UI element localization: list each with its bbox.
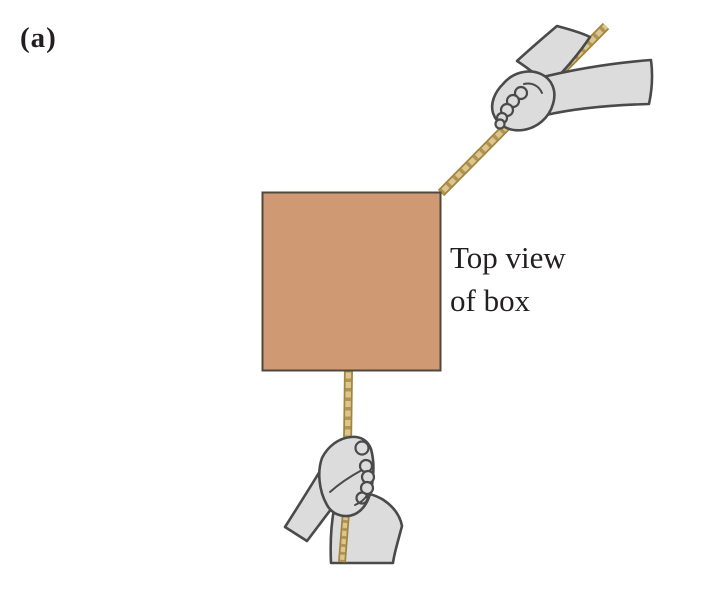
caption-line1: Top view	[450, 240, 566, 275]
hand-crease	[329, 469, 363, 493]
forearm	[537, 58, 654, 117]
finger-curl-crease	[354, 493, 369, 506]
fist-crease	[523, 82, 543, 94]
caption-line2: of box	[450, 282, 531, 318]
box-top-view	[261, 191, 442, 372]
rope-sliver	[338, 511, 350, 563]
rope-sliver-twist	[339, 511, 349, 563]
caption-top-view-of-box: Top view of box	[450, 237, 566, 323]
thumb-tip	[494, 118, 506, 130]
hand-top-right	[490, 24, 654, 132]
hand-bottom	[283, 435, 404, 565]
thumb-tip	[354, 440, 370, 456]
knuckle	[355, 491, 369, 505]
panel-label: (a)	[20, 22, 57, 54]
